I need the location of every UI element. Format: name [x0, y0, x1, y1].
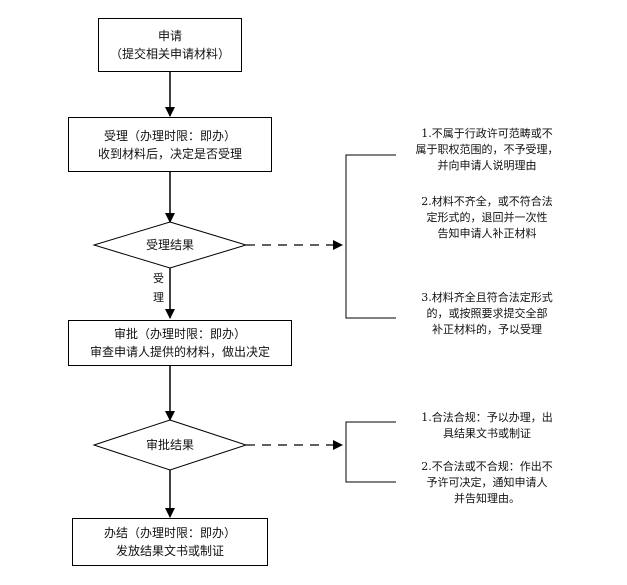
note2-item2-line3: 并告知理由。: [454, 492, 520, 505]
step-apply-subtitle: （提交相关申请材料）: [109, 47, 230, 61]
accept-label-char1: 受: [153, 272, 164, 285]
step-complete-title: 办结（办理时限：即办）: [103, 526, 236, 540]
note1-item2-line2: 定形式的，退回并一次性: [426, 211, 548, 224]
bracket-notes1: [345, 154, 396, 319]
note1-item3: 3.材料齐全且符合法定形式 的，或按照要求提交全部 补正材料的，予以受理: [392, 290, 582, 338]
step-review-title: 审批（办理时限：即办）: [113, 327, 246, 341]
note2-item1: 1.合法合规：予以办理，出 具结果文书或制证: [392, 410, 582, 442]
step-apply-title: 申请: [157, 29, 182, 43]
note1-item2-line1: 2.材料不齐全，或不符合法: [421, 195, 553, 208]
note1-item3-line2: 的，或按照要求提交全部: [426, 307, 548, 320]
note2-item2: 2.不合法或不合规：作出不 予许可决定，通知申请人 并告知理由。: [392, 459, 582, 507]
note1-item2-line3: 告知申请人补正材料: [437, 227, 537, 240]
note1-item3-line1: 3.材料齐全且符合法定形式: [421, 291, 553, 304]
step-complete-desc: 发放结果文书或制证: [115, 544, 224, 558]
note2-item2-line1: 2.不合法或不合规：作出不: [421, 460, 553, 473]
step-accept-title: 受理（办理时限：即办）: [103, 128, 236, 143]
note2-item1-line2: 具结果文书或制证: [443, 427, 531, 440]
note1-item1-line1: 1.不属于行政许可范畴或不: [421, 127, 553, 140]
note2-item1-line1: 1.合法合规：予以办理，出: [421, 411, 553, 424]
decision2-diamond: [92, 419, 248, 471]
step-accept-box: 受理（办理时限：即办） 收到材料后，决定是否受理: [68, 117, 272, 172]
note1-item1: 1.不属于行政许可范畴或不 属于职权范围的，不予受理， 并向申请人说明理由: [392, 126, 582, 174]
note1-item3-line3: 补正材料的，予以受理: [432, 323, 542, 336]
decision1-diamond: [92, 221, 248, 269]
step-complete-box: 办结（办理时限：即办） 发放结果文书或制证: [72, 518, 268, 566]
note1-item1-line2: 属于职权范围的，不予受理，: [415, 143, 559, 156]
note1-item2: 2.材料不齐全，或不符合法 定形式的，退回并一次性 告知申请人补正材料: [392, 194, 582, 242]
step-review-desc: 审查申请人提供的材料，做出决定: [89, 345, 270, 359]
decision2-label: 审批结果: [145, 438, 194, 452]
decision1-label: 受理结果: [145, 238, 194, 252]
accept-label-char2: 理: [153, 291, 164, 304]
step-accept-desc: 收到材料后，决定是否受理: [97, 146, 242, 161]
step-review-box: 审批（办理时限：即办） 审查申请人提供的材料，做出决定: [68, 320, 292, 366]
step-apply-box: 申请 （提交相关申请材料）: [98, 18, 242, 72]
note2-item2-line2: 予许可决定，通知申请人: [426, 476, 548, 489]
note1-item1-line3: 并向申请人说明理由: [437, 159, 537, 172]
bracket-notes2: [345, 421, 396, 483]
